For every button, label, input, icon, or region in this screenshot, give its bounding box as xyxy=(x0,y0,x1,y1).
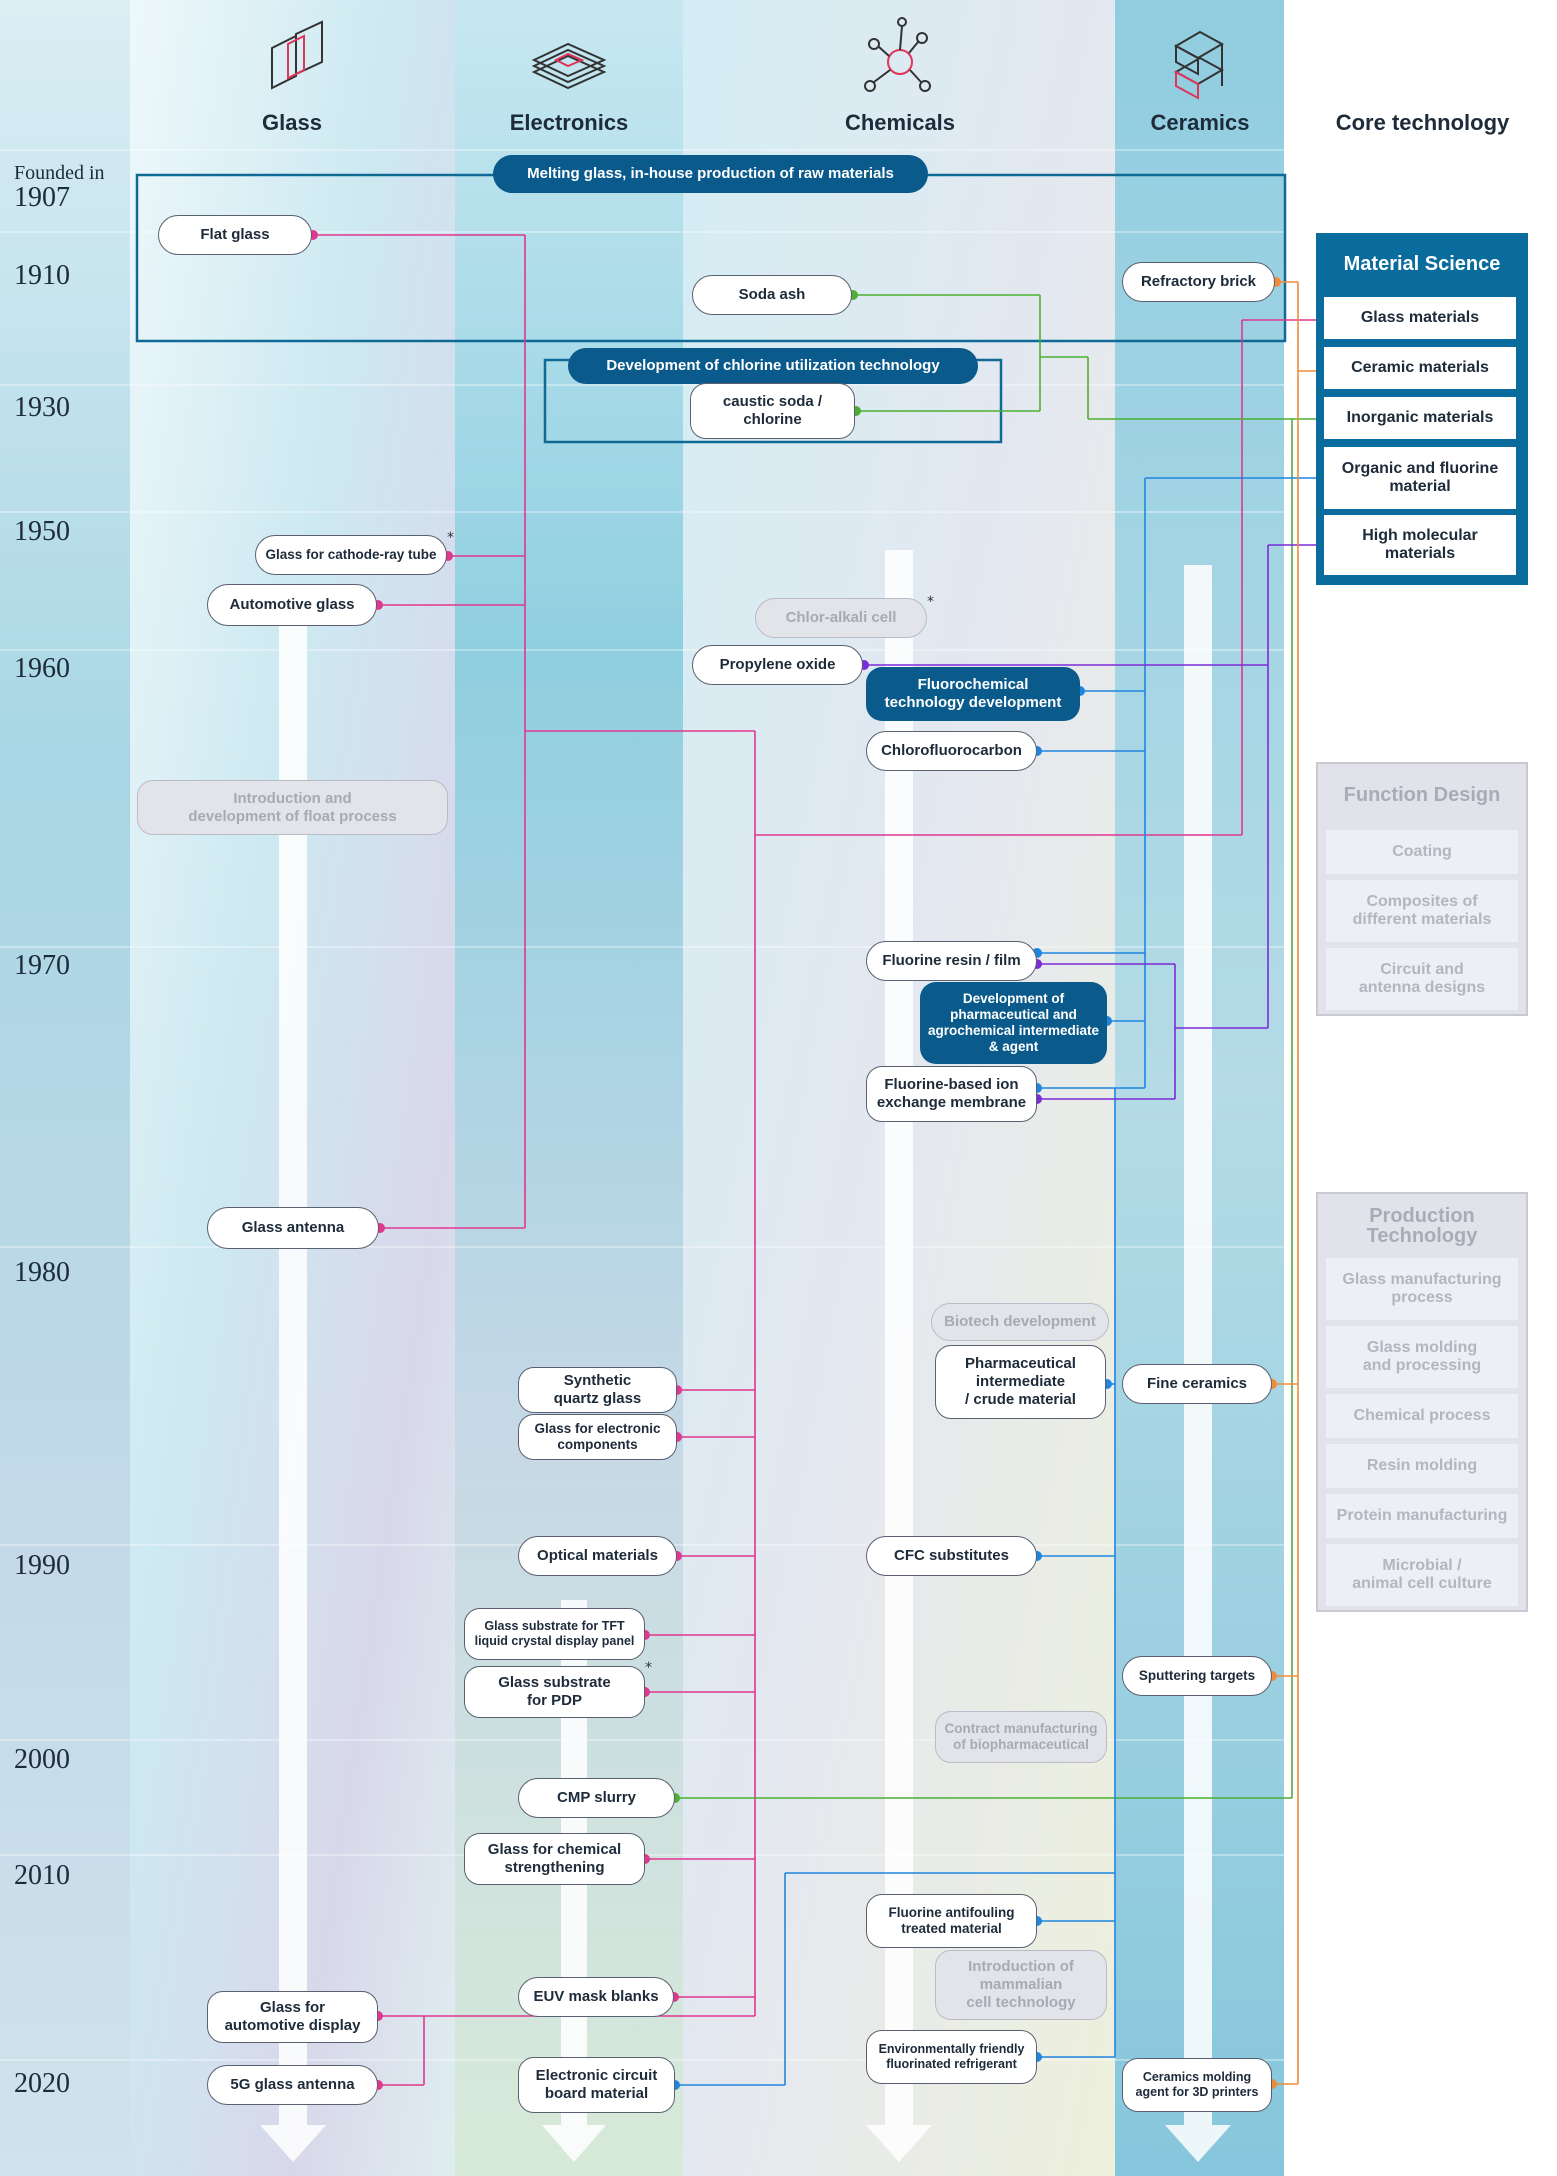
core-item-coating: Coating xyxy=(1326,830,1518,874)
year-label: 2020 xyxy=(14,2068,70,2099)
synthetic-quartz-node: Synthetic quartz glass xyxy=(518,1367,677,1413)
year-label: 1950 xyxy=(14,516,70,547)
year-label: 2000 xyxy=(14,1744,70,1775)
float-process-node: Introduction and development of float pr… xyxy=(137,780,448,835)
melting-glass-label: Melting glass, in-house production of ra… xyxy=(493,155,928,193)
column-title-chemicals: Chemicals xyxy=(844,110,956,135)
polymer-lines xyxy=(864,544,1327,1100)
footnote-star: * xyxy=(645,1660,652,1676)
biotech-node: Biotech development xyxy=(931,1303,1109,1341)
footnote-star: * xyxy=(447,530,454,546)
column-title-electronics: Electronics xyxy=(509,110,629,135)
chip-icon xyxy=(531,42,607,90)
material-science-title: Material Science xyxy=(1343,253,1501,275)
footnote-star: * xyxy=(927,594,934,610)
tft-glass-node: Glass substrate for TFT liquid crystal d… xyxy=(464,1608,645,1660)
core-item-cell-culture: Microbial / animal cell culture xyxy=(1326,1544,1518,1606)
core-item-ceramic-materials: Ceramic materials xyxy=(1324,347,1516,389)
5g-glass-antenna-node: 5G glass antenna xyxy=(207,2065,378,2105)
contract-biopharma-node: Contract manufacturing of biopharmaceuti… xyxy=(935,1711,1107,1763)
propylene-oxide-node: Propylene oxide xyxy=(692,645,863,685)
core-item-circuit-antenna: Circuit and antenna designs xyxy=(1326,948,1518,1010)
function-design-title: Function Design xyxy=(1343,784,1501,806)
column-title-ceramics: Ceramics xyxy=(1150,110,1250,135)
production-technology-panel: Production Technology Glass manufacturin… xyxy=(1316,1192,1528,1612)
cmp-slurry-node: CMP slurry xyxy=(518,1778,675,1818)
inorganic-material-lines xyxy=(675,294,1327,1799)
glass-electronic-node: Glass for electronic components xyxy=(518,1414,677,1460)
automotive-display-node: Glass for automotive display xyxy=(207,1991,378,2043)
year-label: 1930 xyxy=(14,392,70,423)
function-design-panel: Function Design Coating Composites of di… xyxy=(1316,762,1528,1016)
chlor-alkali-node: Chlor-alkali cell xyxy=(755,598,927,638)
cathode-glass-node: Glass for cathode-ray tube xyxy=(255,535,447,575)
year-label: 1990 xyxy=(14,1550,70,1581)
core-item-organic-fluorine: Organic and fluorine material xyxy=(1324,447,1516,509)
material-science-panel: Material Science Glass materials Ceramic… xyxy=(1316,233,1528,585)
euv-mask-blanks-node: EUV mask blanks xyxy=(518,1977,674,2017)
pharma-intermediate-node: Pharmaceutical intermediate / crude mate… xyxy=(935,1345,1106,1419)
ceramics-molding-node: Ceramics molding agent for 3D printers xyxy=(1122,2058,1272,2112)
ceramics-icon xyxy=(1173,30,1225,100)
cfc-substitutes-node: CFC substitutes xyxy=(866,1536,1037,1576)
optical-materials-node: Optical materials xyxy=(518,1536,677,1576)
fluorine-resin-node: Fluorine resin / film xyxy=(866,941,1037,981)
column-title-core-technology: Core technology xyxy=(1335,110,1510,135)
fine-ceramics-node: Fine ceramics xyxy=(1122,1364,1272,1404)
chlorine-tech-label: Development of chlorine utilization tech… xyxy=(568,348,978,384)
refractory-brick-node: Refractory brick xyxy=(1122,262,1275,302)
year-label: 1907 xyxy=(14,182,70,213)
mammalian-cell-node: Introduction of mammalian cell technolog… xyxy=(935,1950,1107,2020)
fluorinated-refrigerant-node: Environmentally friendly fluorinated ref… xyxy=(866,2030,1037,2084)
chlorofluorocarbon-node: Chlorofluorocarbon xyxy=(866,731,1037,771)
organic-fluorine-lines xyxy=(675,477,1327,2086)
glass-icon xyxy=(271,20,323,90)
ion-membrane-node: Fluorine-based ion exchange membrane xyxy=(866,1066,1037,1122)
year-label: 1980 xyxy=(14,1257,70,1288)
year-label: 1910 xyxy=(14,260,70,291)
core-item-chemical-process: Chemical process xyxy=(1326,1394,1518,1438)
glass-material-lines xyxy=(313,234,1327,2086)
core-item-resin-molding: Resin molding xyxy=(1326,1444,1518,1488)
molecule-icon xyxy=(864,17,931,92)
founded-label: Founded in xyxy=(14,162,105,184)
sputtering-targets-node: Sputtering targets xyxy=(1122,1656,1272,1696)
year-label: 1970 xyxy=(14,950,70,981)
glass-antenna-node: Glass antenna xyxy=(207,1207,379,1249)
core-item-glass-manufacturing: Glass manufacturing process xyxy=(1326,1258,1518,1320)
column-title-glass: Glass xyxy=(262,110,322,135)
fluorochemical-node: Fluorochemical technology development xyxy=(866,667,1080,721)
production-technology-title: Production Technology xyxy=(1366,1205,1478,1247)
core-item-protein-manufacturing: Protein manufacturing xyxy=(1326,1494,1518,1538)
core-item-glass-molding: Glass molding and processing xyxy=(1326,1326,1518,1388)
year-label: 1960 xyxy=(14,653,70,684)
core-item-high-molecular: High molecular materials xyxy=(1324,515,1516,575)
flat-glass-node: Flat glass xyxy=(158,215,312,255)
chemical-strengthening-node: Glass for chemical strengthening xyxy=(464,1833,645,1885)
core-item-inorganic-materials: Inorganic materials xyxy=(1324,397,1516,439)
caustic-soda-node: caustic soda / chlorine xyxy=(690,383,855,439)
year-label: 2010 xyxy=(14,1860,70,1891)
fluorine-antifouling-node: Fluorine antifouling treated material xyxy=(866,1894,1037,1948)
circuit-board-material-node: Electronic circuit board material xyxy=(518,2057,675,2113)
pdp-glass-node: Glass substrate for PDP xyxy=(464,1666,645,1718)
pharma-development-node: Development of pharmaceutical and agroch… xyxy=(920,982,1107,1064)
soda-ash-node: Soda ash xyxy=(692,275,852,315)
core-item-composites: Composites of different materials xyxy=(1326,880,1518,942)
automotive-glass-node: Automotive glass xyxy=(207,584,377,626)
core-item-glass-materials: Glass materials xyxy=(1324,297,1516,339)
